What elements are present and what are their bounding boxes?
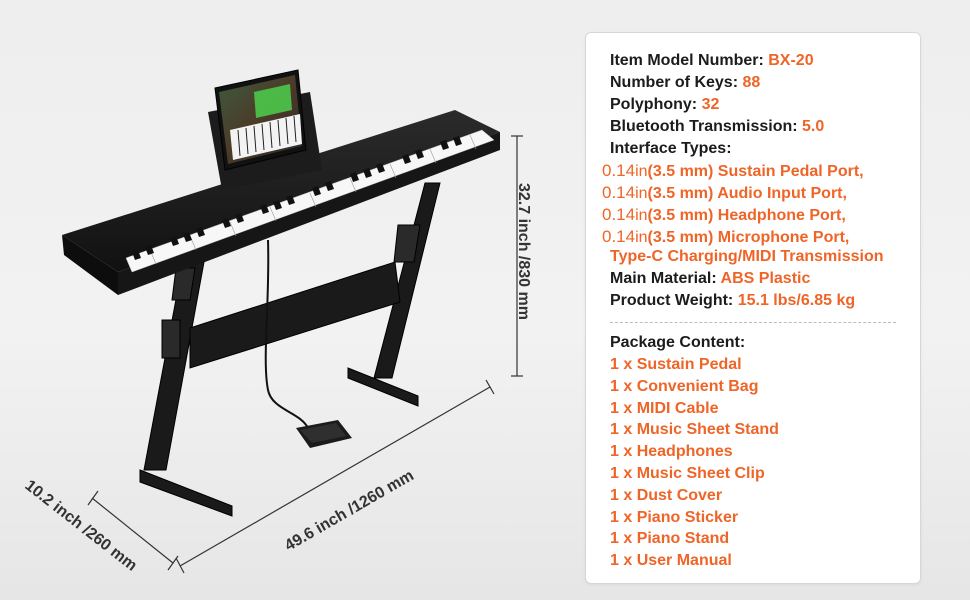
piano-stand (139, 182, 441, 517)
spec-material: Main Material: ABS Plastic (610, 269, 810, 289)
dimension-lines (87, 135, 523, 574)
section-divider (610, 322, 896, 323)
spec-weight: Product Weight: 15.1 lbs/6.85 kg (610, 291, 855, 311)
pedal-cable (264, 239, 309, 429)
piano-product-image (62, 69, 523, 574)
package-item: 1 x Piano Sticker (610, 509, 739, 526)
specification-card: Item Model Number: BX-20 Number of Keys:… (585, 32, 921, 584)
spec-label: Product Weight: (610, 292, 734, 309)
package-item: 1 x Dust Cover (610, 487, 723, 504)
sustain-pedal (296, 420, 352, 448)
spec-interface-title: Interface Types: (610, 140, 732, 157)
package-item: 1 x Convenient Bag (610, 378, 759, 395)
piano-keyboard (62, 110, 500, 295)
tablet-on-music-stand (208, 69, 322, 190)
spec-model: Item Model Number: BX-20 (610, 51, 814, 71)
package-item: 1 x Sustain Pedal (610, 356, 742, 373)
spec-label: Main Material: (610, 270, 717, 287)
interface-item: 0.14in(3.5 mm) Microphone Port, (602, 227, 850, 246)
spec-value: 5.0 (802, 118, 825, 135)
spec-label: Polyphony: (610, 96, 698, 113)
interface-item: 0.14in(3.5 mm) Headphone Port, (602, 205, 846, 224)
package-item: 1 x Music Sheet Stand (610, 421, 779, 438)
package-title: Package Content: (610, 334, 746, 351)
spec-polyphony: Polyphony: 32 (610, 95, 719, 115)
package-item: 1 x Piano Stand (610, 530, 730, 547)
spec-value: 88 (742, 74, 761, 91)
package-item: 1 x MIDI Cable (610, 400, 719, 417)
spec-value: 32 (701, 96, 720, 113)
interface-item: 0.14in(3.5 mm) Audio Input Port, (602, 183, 847, 202)
package-item: 1 x Headphones (610, 443, 733, 460)
spec-keys: Number of Keys: 88 (610, 73, 760, 93)
product-illustration: 32.7 inch /830 mm 49.6 inch /1260 mm 10.… (22, 69, 532, 575)
interface-type-c: Type-C Charging/MIDI Transmission (610, 248, 884, 265)
spec-value: BX-20 (768, 52, 814, 69)
interface-item: 0.14in(3.5 mm) Sustain Pedal Port, (602, 161, 864, 180)
spec-value: 15.1 lbs/6.85 kg (737, 292, 856, 309)
package-item: 1 x User Manual (610, 552, 732, 569)
spec-value: ABS Plastic (720, 270, 811, 287)
height-dimension-label: 32.7 inch /830 mm (515, 183, 532, 320)
package-item: 1 x Music Sheet Clip (610, 465, 765, 482)
spec-bluetooth: Bluetooth Transmission: 5.0 (610, 117, 824, 137)
spec-label: Bluetooth Transmission: (610, 118, 798, 135)
spec-label: Item Model Number: (610, 52, 764, 69)
spec-label: Number of Keys: (610, 74, 739, 91)
